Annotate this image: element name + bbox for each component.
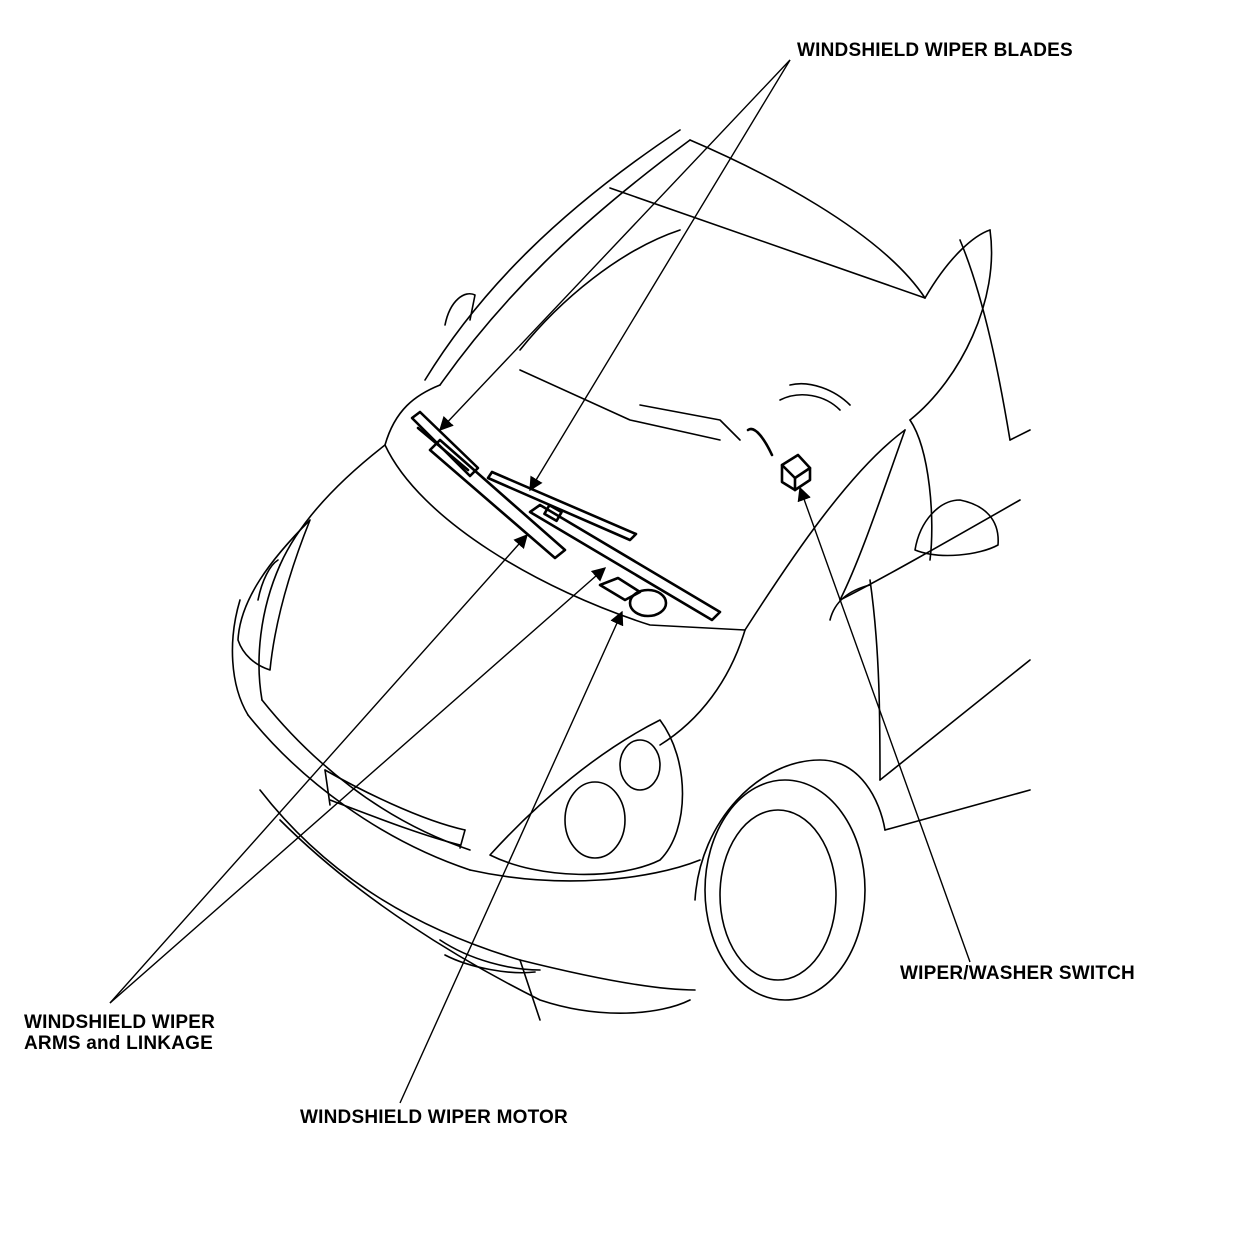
blades-leader-right — [529, 59, 791, 492]
switch-leader — [797, 486, 971, 963]
wiper-washer-switch — [746, 427, 812, 492]
wiper-arm-right — [528, 503, 722, 622]
wiper-motor — [598, 576, 668, 618]
leader-lines — [109, 59, 971, 1104]
wiper-motor-label: WINDSHIELD WIPER MOTOR — [300, 1107, 568, 1128]
wiper-arms-label-line2: ARMS and LINKAGE — [24, 1033, 213, 1054]
wiper-blades-label: WINDSHIELD WIPER BLADES — [797, 40, 1073, 61]
wiper-blade-right — [486, 470, 638, 542]
wiper-arm-left — [428, 438, 567, 560]
wiper-arms-linkage-label: WINDSHIELD WIPER ARMS and LINKAGE — [24, 1012, 215, 1054]
car-body — [231, 129, 1031, 1021]
wiper-blade-left — [410, 410, 480, 478]
wiper-washer-switch-label: WIPER/WASHER SWITCH — [900, 963, 1135, 984]
wiper-arms-label-line1: WINDSHIELD WIPER — [24, 1012, 216, 1033]
blades-leader-left — [439, 59, 791, 432]
arms-leader-2 — [109, 567, 607, 1004]
motor-leader — [399, 610, 624, 1104]
arms-leader-1 — [109, 533, 528, 1004]
